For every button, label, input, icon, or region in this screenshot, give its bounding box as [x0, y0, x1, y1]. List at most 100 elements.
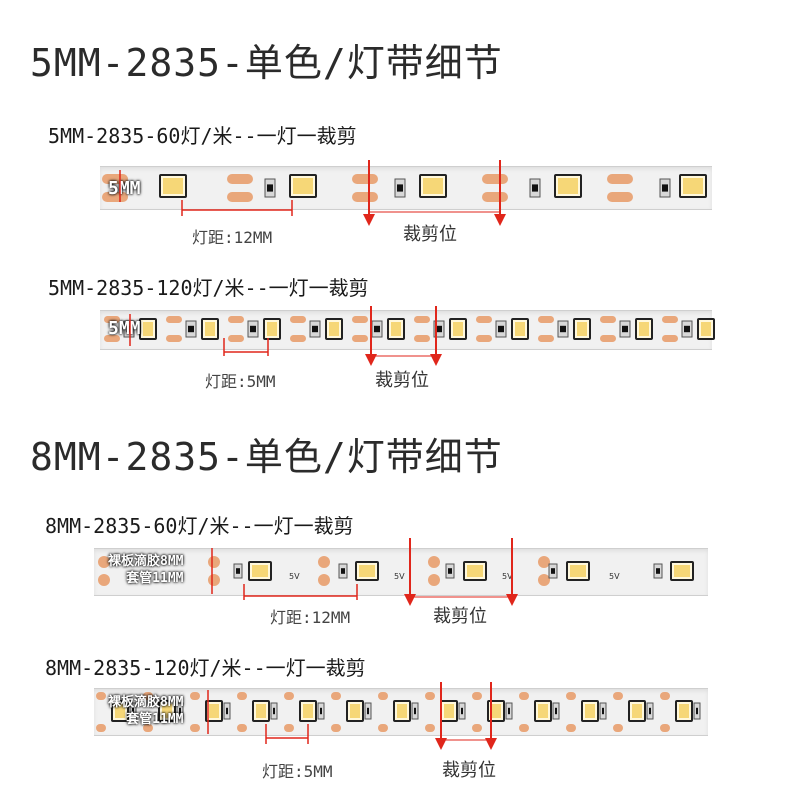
voltage-mark: 5V	[609, 572, 620, 581]
led-phosphor	[515, 322, 525, 336]
led-strip-5mm-120	[100, 310, 715, 350]
solder-pad	[472, 724, 482, 732]
led-phosphor	[256, 704, 266, 718]
solder-pad	[482, 192, 508, 202]
led-phosphor	[558, 178, 578, 194]
resistor-body	[341, 568, 345, 574]
resistor-body	[622, 325, 628, 333]
solder-pad	[519, 724, 529, 732]
solder-pad	[600, 335, 616, 342]
led-phosphor	[115, 704, 125, 718]
solder-pad	[472, 692, 482, 700]
width-tag: 5MM	[108, 178, 141, 199]
led-phosphor	[350, 704, 360, 718]
led-phosphor	[423, 178, 443, 194]
strip-title-8mm-120: 8MM-2835-120灯/米--一灯一裁剪	[45, 656, 366, 680]
resistor-body	[132, 707, 134, 715]
led-phosphor	[391, 322, 401, 336]
solder-pad	[607, 174, 633, 184]
solder-pad	[538, 335, 554, 342]
solder-pad	[208, 556, 220, 568]
solder-pad	[228, 335, 244, 342]
resistor-body	[374, 325, 380, 333]
resistor-body	[498, 325, 504, 333]
led-phosphor	[679, 704, 689, 718]
led-phosphor	[293, 178, 313, 194]
resistor-body	[560, 325, 566, 333]
solder-pad	[237, 724, 247, 732]
resistor-body	[367, 707, 369, 715]
resistor-body	[461, 707, 463, 715]
strip-5mm-120-graphic	[104, 316, 715, 342]
led-phosphor	[397, 704, 407, 718]
led-strip-5mm-60	[100, 166, 712, 210]
solder-pad	[166, 316, 182, 323]
led-phosphor	[162, 704, 172, 718]
solder-pad	[102, 192, 128, 202]
resistor-body	[188, 325, 194, 333]
strip-5mm-60-graphic	[102, 174, 707, 202]
solder-pad	[428, 574, 440, 586]
resistor-body	[656, 568, 660, 574]
resistor-body	[414, 707, 416, 715]
resistor-body	[662, 184, 668, 192]
led-phosphor	[639, 322, 649, 336]
bare-tag-line-1: 裸板滴胶8MM	[108, 554, 184, 569]
solder-pad	[660, 724, 670, 732]
resistor-body	[226, 707, 228, 715]
solder-pad	[428, 556, 440, 568]
resistor-body	[508, 707, 510, 715]
solder-pad	[227, 192, 253, 202]
solder-pad	[318, 556, 330, 568]
led-phosphor	[205, 322, 215, 336]
solder-pad	[227, 174, 253, 184]
solder-pad	[662, 316, 678, 323]
resistor-body	[250, 325, 256, 333]
solder-pad	[98, 574, 110, 586]
strip-title-5mm-120: 5MM-2835-120灯/米--一灯一裁剪	[48, 276, 369, 300]
led-phosphor	[143, 322, 153, 336]
resistor-body	[696, 707, 698, 715]
solder-pad	[352, 174, 378, 184]
voltage-mark: 5V	[394, 572, 405, 581]
led-phosphor	[467, 565, 483, 577]
resistor-body	[320, 707, 322, 715]
strip-title-5mm-60: 5MM-2835-60灯/米--一灯一裁剪	[48, 124, 357, 148]
solder-pad	[482, 174, 508, 184]
resistor-body	[267, 184, 273, 192]
solder-pad	[660, 692, 670, 700]
solder-pad	[331, 724, 341, 732]
led-phosphor	[585, 704, 595, 718]
resistor-body	[179, 707, 181, 715]
led-phosphor	[329, 322, 339, 336]
solder-pad	[208, 574, 220, 586]
bare-tag: 裸板滴胶8MM 套管11MM	[108, 553, 183, 587]
resistor-body	[602, 707, 604, 715]
solder-pad	[538, 316, 554, 323]
resistor-body	[448, 568, 452, 574]
led-phosphor	[444, 704, 454, 718]
led-phosphor	[453, 322, 463, 336]
solder-pad	[378, 724, 388, 732]
solder-pad	[166, 335, 182, 342]
solder-pad	[538, 556, 550, 568]
solder-pad	[96, 724, 106, 732]
solder-pad	[414, 316, 430, 323]
voltage-mark: 5V	[502, 572, 513, 581]
solder-pad	[600, 316, 616, 323]
cut-label: 裁剪位	[442, 760, 496, 781]
resistor-body	[555, 707, 557, 715]
solder-pad	[104, 316, 120, 323]
resistor-body	[273, 707, 275, 715]
solder-pad	[190, 724, 200, 732]
section-title-8mm: 8MM-2835-单色/灯带细节	[30, 435, 503, 479]
section-title-5mm: 5MM-2835-单色/灯带细节	[30, 41, 503, 85]
cut-label: 裁剪位	[433, 606, 487, 627]
led-phosphor	[267, 322, 277, 336]
resistor-body	[649, 707, 651, 715]
resistor-body	[684, 325, 690, 333]
